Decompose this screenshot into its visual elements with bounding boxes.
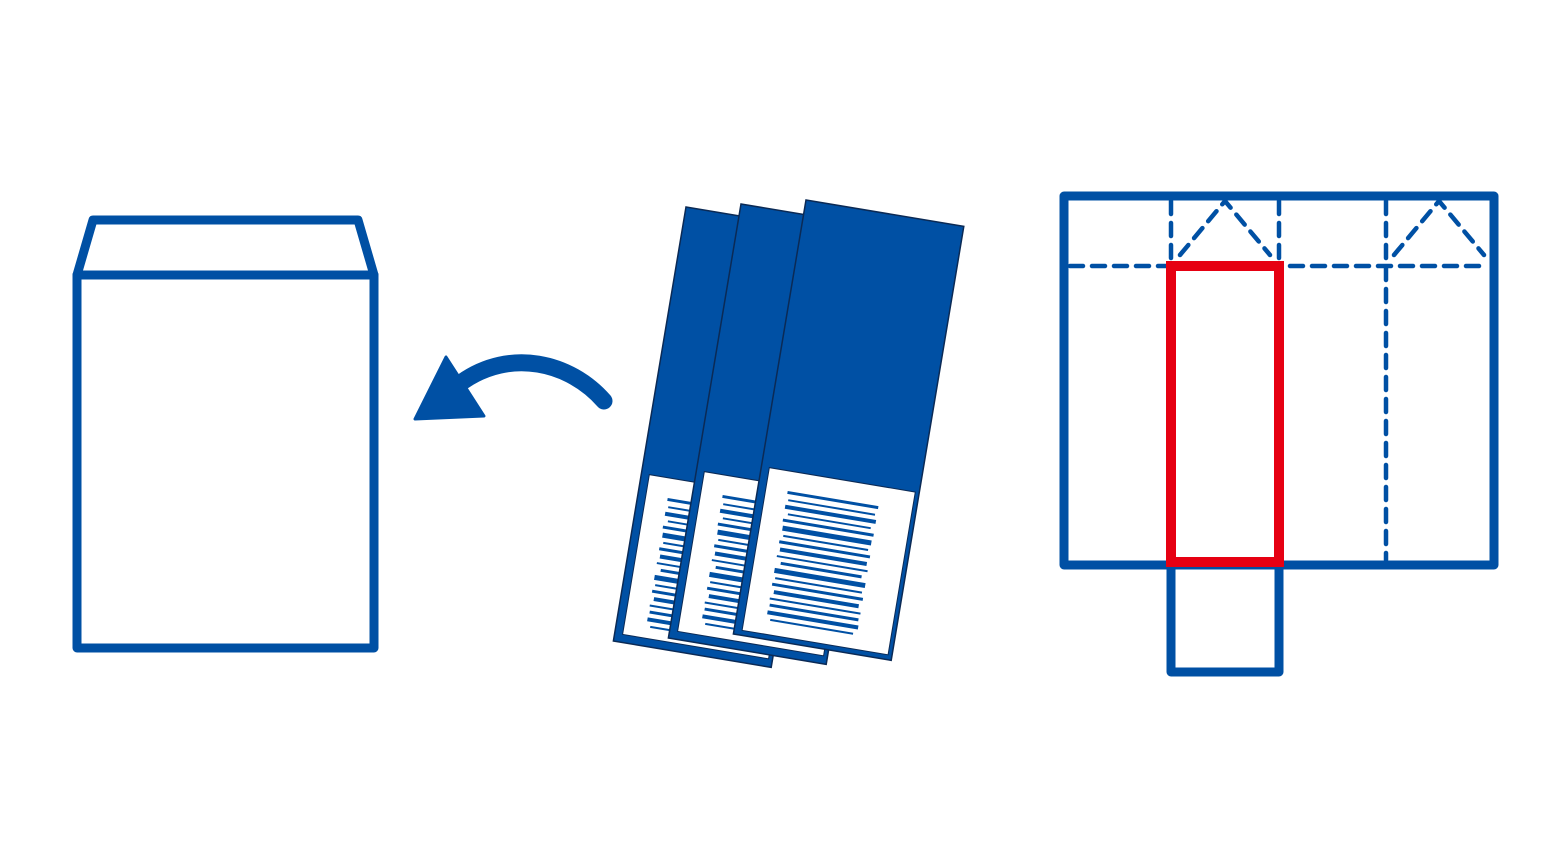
envelope-icon xyxy=(72,215,379,653)
barcode-card xyxy=(732,199,965,662)
barcode-label xyxy=(741,467,916,656)
sheet-tab xyxy=(1166,560,1284,677)
envelope-flap xyxy=(72,215,379,280)
barcode-card-stack-icon xyxy=(612,199,965,669)
envelope-body xyxy=(72,270,379,653)
highlight-frame xyxy=(1166,261,1284,567)
curved-arrow-left-icon xyxy=(413,354,613,421)
arrow-head xyxy=(413,355,486,421)
arrow-shaft xyxy=(453,354,613,410)
folded-sheet-with-highlight-icon xyxy=(1059,191,1499,677)
